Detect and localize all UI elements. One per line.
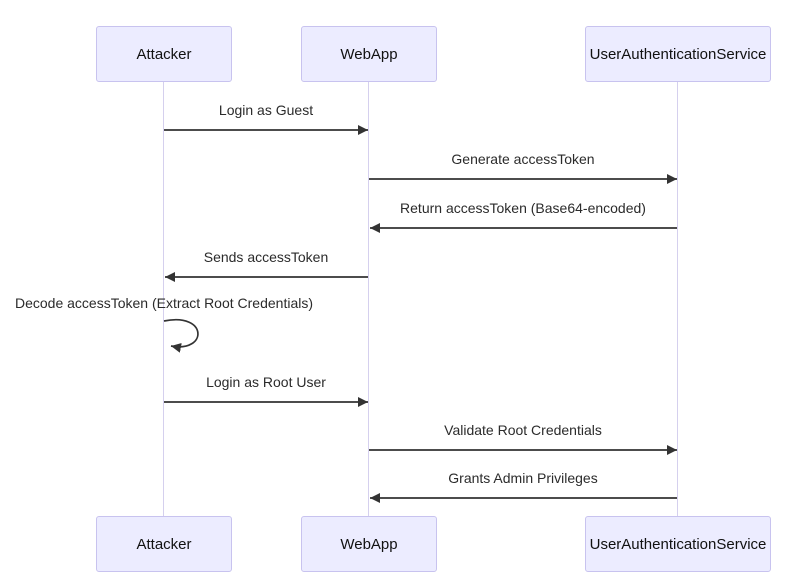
- actor-box-bottom-webapp: WebApp: [301, 516, 437, 572]
- actor-label: UserAuthenticationService: [589, 535, 767, 553]
- actor-box-bottom-userauthenticationservice: UserAuthenticationService: [585, 516, 771, 572]
- lifeline-webapp: [368, 82, 369, 517]
- actor-box-top-userauthenticationservice: UserAuthenticationService: [585, 26, 771, 82]
- message-label-sends-accesstoken: Sends accessToken: [203, 249, 329, 265]
- lifeline-userauthenticationservice: [677, 82, 678, 517]
- lifeline-attacker: [163, 82, 164, 517]
- message-label-validate-root-credentials: Validate Root Credentials: [444, 422, 602, 438]
- message-label-return-accesstoken: Return accessToken (Base64-encoded): [400, 200, 646, 216]
- self-loop-arrow-decode-accesstoken: [163, 318, 199, 353]
- message-label-generate-accesstoken: Generate accessToken: [451, 151, 595, 167]
- actor-label: UserAuthenticationService: [589, 45, 767, 63]
- actor-box-top-attacker: Attacker: [96, 26, 232, 82]
- message-label-decode-accesstoken: Decode accessToken (Extract Root Credent…: [14, 295, 314, 311]
- actor-label: Attacker: [136, 45, 192, 63]
- actor-label: Attacker: [136, 535, 192, 553]
- message-label-login-as-guest: Login as Guest: [218, 102, 314, 118]
- actor-box-top-webapp: WebApp: [301, 26, 437, 82]
- message-label-login-as-root-user: Login as Root User: [206, 374, 326, 390]
- message-label-grants-admin-privileges: Grants Admin Privileges: [448, 470, 598, 486]
- actor-label: WebApp: [340, 45, 398, 63]
- actor-box-bottom-attacker: Attacker: [96, 516, 232, 572]
- actor-label: WebApp: [340, 535, 398, 553]
